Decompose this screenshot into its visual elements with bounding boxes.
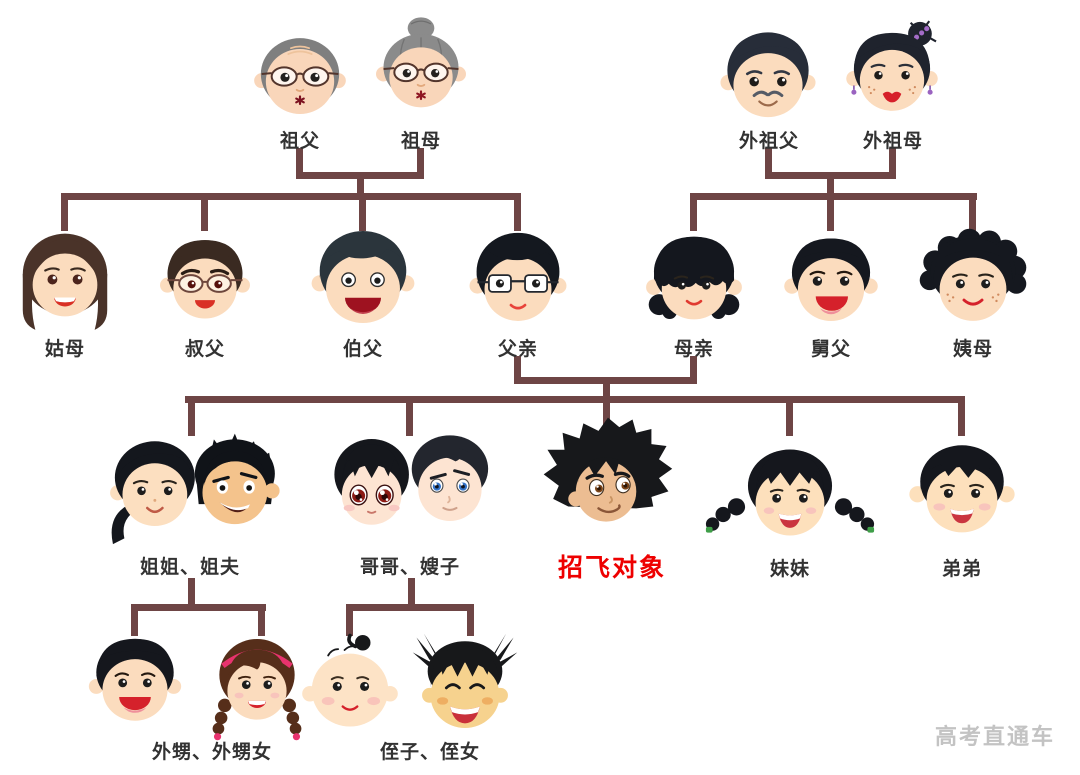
brothers-daughter-avatar [412,633,518,728]
connector-line [359,193,366,231]
label-paternal-aunt: 姑母 [44,339,86,360]
connector-line [690,193,697,231]
connector-line [185,396,965,403]
sisters-son-avatar [88,638,182,721]
label-candidate: 招飞对象 [557,554,667,582]
elder-brother-couple-avatar [334,435,489,525]
maternal-uncle-avatar [784,238,878,321]
connector-line [61,193,68,231]
label-elder-brother-couple: 哥哥、嫂子 [359,557,461,578]
younger-brother-avatar [909,445,1015,533]
maternal-aunt-avatar [919,228,1027,321]
father-avatar [469,232,567,321]
connector-line [603,396,610,436]
connector-line [406,396,413,436]
connector-line [61,193,521,200]
candidate-avatar [543,417,673,522]
sisters-daughter-avatar [212,638,302,741]
label-younger-sister: 妹妹 [769,559,811,580]
label-younger-brother: 弟弟 [941,559,983,580]
paternal-grandfather-avatar [254,38,346,114]
brothers-son-avatar [302,633,398,727]
connector-line [258,604,265,636]
label-sisters-children: 外甥、外甥女 [151,742,273,763]
label-mother: 母亲 [673,339,715,360]
label-maternal-aunt: 姨母 [952,339,994,360]
maternal-grandfather-avatar [720,32,816,118]
connector-line [346,604,353,636]
connector-line [827,172,834,200]
connector-line [514,193,521,231]
elder-sister-couple-avatar [110,433,280,545]
connector-line [188,578,195,608]
label-father: 父亲 [497,339,539,360]
paternal-uncle-younger-avatar [160,240,250,319]
watermark: 高考直通车 [934,724,1056,749]
label-paternal-uncle-younger: 叔父 [184,339,226,360]
connector-line [603,377,610,403]
younger-sister-avatar [705,449,875,536]
label-maternal-grandfather: 外祖父 [738,131,800,152]
connector-line [690,356,697,384]
connector-line [514,356,521,384]
maternal-grandmother-avatar [846,20,938,111]
connector-line [827,193,834,231]
label-maternal-uncle: 舅父 [810,339,852,360]
connector-line [357,172,364,200]
paternal-aunt-avatar [22,233,108,330]
label-paternal-grandfather: 祖父 [279,131,321,152]
connector-line [417,148,424,179]
connector-line [958,396,965,436]
label-paternal-uncle-elder: 伯父 [342,339,384,360]
paternal-uncle-elder-avatar [311,231,415,323]
mother-avatar [646,236,742,320]
connector-line [201,193,208,231]
connector-line [786,396,793,436]
label-brothers-children: 侄子、侄女 [379,742,481,763]
connector-line [131,604,138,636]
connector-line [765,148,772,179]
connector-line [296,148,303,179]
label-elder-sister-couple: 姐姐、姐夫 [139,557,241,578]
connector-line [131,604,266,611]
connector-line [346,604,474,611]
connector-line [467,604,474,636]
connector-line [969,193,976,231]
connector-line [889,148,896,179]
connector-line [408,578,415,608]
paternal-grandmother-avatar [376,17,466,108]
label-maternal-grandmother: 外祖母 [862,131,924,152]
label-paternal-grandmother: 祖母 [400,131,442,152]
connector-line [188,396,195,436]
